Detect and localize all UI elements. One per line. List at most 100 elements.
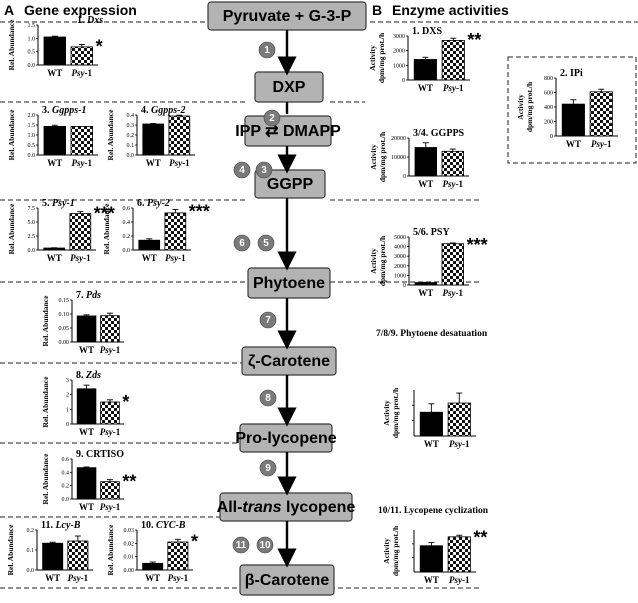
step-5-badge: 5 — [257, 234, 275, 252]
y-tick-label: 600 — [544, 91, 553, 97]
metabolite-label: DXP — [273, 79, 306, 96]
chart-title: 9. CRTISO — [76, 449, 124, 460]
y-tick-label: 1.5 — [28, 23, 36, 29]
x-category-label: Psy-1 — [72, 68, 93, 78]
bar-psy-1 — [168, 115, 191, 156]
y-tick-label: 0 — [550, 134, 553, 140]
right-header-letter: B — [372, 2, 382, 18]
y-axis-label: dpm/mg prot./h — [391, 525, 400, 576]
chart-title: 3/4. GGPPS — [413, 128, 465, 139]
y-tick-label: 0.01 — [124, 555, 135, 561]
y-axis-label: Rel. Abundance — [41, 295, 50, 347]
y-axis-label: Activity — [382, 400, 391, 426]
desaturation-note: 7/8/9. Phytoene desatuation — [376, 329, 488, 339]
bar-psy-1 — [441, 150, 465, 177]
x-category-label: WT — [47, 68, 62, 78]
y-axis-label: Rel. Abundance — [7, 203, 16, 255]
y-tick-label: 0.2 — [62, 484, 70, 490]
y-tick-label: 4000 — [394, 245, 406, 251]
chart-title: 5/6. PSY — [413, 227, 450, 238]
y-axis-label: dpm/mg prot./h — [378, 235, 387, 286]
x-category-label: WT — [418, 179, 433, 189]
y-tick-label: 1000 — [394, 273, 406, 279]
x-category-label: WT — [79, 345, 94, 355]
x-category-label: WT — [424, 575, 439, 585]
x-category-label: WT — [47, 253, 62, 263]
y-tick-label: 1.5 — [28, 123, 36, 129]
y-tick-label: 3000 — [393, 34, 405, 40]
chart-title: 11. Lcy-B — [41, 520, 81, 531]
significance-marker: ** — [473, 527, 487, 547]
metabolite-pyruvate-g-3-p-box: Pyruvate + G-3-P — [207, 1, 367, 31]
chart-title: 10. CYC-B — [141, 520, 186, 531]
significance-marker: * — [191, 531, 198, 551]
y-tick-label: 0.15 — [59, 298, 70, 304]
y-tick-label: 0.6 — [123, 206, 131, 212]
svg-text:1: 1 — [264, 45, 270, 56]
x-category-label: WT — [45, 573, 60, 583]
significance-marker: * — [122, 392, 129, 412]
step-4-badge: 4 — [233, 161, 251, 179]
chart-title: 4. Ggpps-2 — [141, 105, 185, 116]
bar-wt — [142, 123, 165, 156]
bar-wt — [43, 126, 67, 156]
x-category-label: WT — [566, 139, 581, 149]
x-category-label: WT — [145, 573, 160, 583]
significance-marker: ** — [122, 472, 136, 492]
y-axis-label: dpm/mg prot./h — [391, 387, 400, 438]
metabolite-label: β-Carotene — [245, 572, 330, 589]
y-tick-label: 1 — [66, 407, 69, 413]
y-tick-label: 0.0 — [27, 568, 35, 574]
bar-wt — [414, 282, 438, 286]
x-category-label: Psy-1 — [443, 288, 464, 298]
significance-marker: *** — [467, 235, 488, 255]
bar-psy-1 — [100, 315, 120, 343]
y-tick-label: 2000 — [394, 264, 406, 270]
svg-text:5: 5 — [263, 238, 269, 249]
x-category-label: Psy-1 — [100, 345, 121, 355]
metabolite-carotene-box: β-Carotene — [239, 564, 335, 596]
metabolite-carotene-box: ζ-Carotene — [241, 346, 337, 376]
y-axis-label: Rel. Abundance — [41, 376, 50, 428]
y-tick-label: 2.5 — [28, 234, 36, 240]
y-tick-label: 0.1 — [27, 548, 35, 554]
x-category-label: Psy-1 — [591, 139, 612, 149]
right-header: B Enzyme activities — [372, 2, 509, 18]
x-category-label: Psy-1 — [70, 253, 91, 263]
bar-wt — [561, 103, 585, 137]
svg-text:11: 11 — [236, 540, 247, 551]
x-category-label: Psy-1 — [72, 158, 93, 168]
x-category-label: WT — [79, 502, 94, 512]
bar-psy-1 — [67, 540, 89, 571]
y-axis-label: Rel. Abundance — [7, 109, 16, 161]
left-header: A Gene expression — [4, 2, 137, 18]
x-category-label: Psy-1 — [443, 179, 464, 189]
bar-wt — [43, 247, 66, 251]
y-tick-label: 1.0 — [28, 36, 36, 42]
y-tick-label: 0 — [66, 422, 69, 428]
x-category-label: WT — [142, 253, 157, 263]
y-tick-label: 400 — [544, 105, 553, 111]
bar-psy-1 — [167, 541, 189, 571]
y-tick-label: 20000 — [391, 136, 406, 142]
y-axis-label: Rel. Abundance — [106, 109, 115, 161]
x-category-label: WT — [146, 158, 161, 168]
y-tick-label: 0.3 — [127, 123, 135, 129]
step-9-badge: 9 — [259, 459, 277, 477]
chart-title: 6. Psy-2 — [137, 198, 170, 209]
separators — [0, 21, 638, 589]
y-tick-label: 0.03 — [124, 528, 135, 534]
y-tick-label: 0 — [403, 283, 406, 289]
x-category-label: WT — [424, 439, 439, 449]
y-tick-label: 5.0 — [28, 220, 36, 226]
